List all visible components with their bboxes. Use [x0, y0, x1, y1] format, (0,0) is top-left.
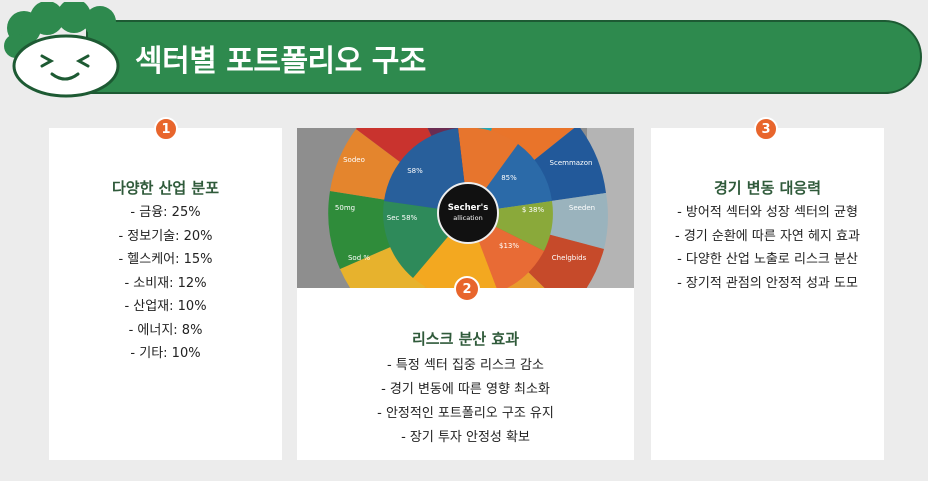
card-industry-distribution: 다양한 산업 분포 - 금융: 25% - 정보기술: 20% - 헬스케어: … — [49, 128, 282, 460]
list-item: - 기타: 10% — [130, 346, 201, 361]
list-item: - 다양한 산업 노출로 리스크 분산 — [677, 252, 858, 267]
list-item: - 장기적 관점의 안정적 성과 도모 — [677, 275, 858, 291]
pie-label: Scemmazon — [550, 159, 593, 167]
pie-center-label: allication — [453, 214, 482, 222]
pie-label: Chelgbids — [552, 254, 587, 262]
card-list: - 금융: 25% - 정보기술: 20% - 헬스케어: 15% - 소비재:… — [49, 201, 282, 366]
card-title: 경기 변동 대응력 — [713, 179, 822, 197]
card-title: 다양한 산업 분포 — [111, 179, 220, 197]
pie-label: $ 38% — [522, 206, 545, 214]
list-item: - 경기 순환에 따른 자연 헤지 효과 — [675, 228, 860, 244]
list-item: - 산업재: 10% — [124, 299, 207, 314]
card-title: 리스크 분산 효과 — [411, 330, 520, 348]
pie-center-label: Secher's — [448, 203, 489, 213]
pie-label: Seeden — [569, 204, 595, 212]
list-item: - 방어적 섹터와 성장 섹터의 균형 — [677, 205, 858, 220]
page-title: 섹터별 포트폴리오 구조 — [135, 44, 426, 79]
mascot-icon — [4, 2, 127, 98]
pie-label: 50mg — [335, 204, 355, 212]
list-item: - 장기 투자 안정성 확보 — [401, 430, 530, 445]
header-banner — [86, 20, 922, 94]
card-list: - 특정 섹터 집중 리스크 감소 - 경기 변동에 따른 영향 최소화 - 안… — [297, 354, 634, 450]
list-item: - 에너지: 8% — [128, 322, 203, 338]
pie-label: Sod % — [348, 254, 370, 262]
list-item: - 소비재: 12% — [124, 275, 207, 291]
card-risk-diversification: Secher's allication Sodeo 50mg Sod % S8%… — [297, 128, 634, 460]
pie-label: Sodeo — [343, 156, 365, 164]
pie-label: $13% — [499, 242, 519, 250]
list-item: - 헬스케어: 15% — [118, 252, 213, 267]
sector-pie-image: Secher's allication Sodeo 50mg Sod % S8%… — [297, 128, 634, 288]
list-item: - 경기 변동에 따른 영향 최소화 — [381, 382, 550, 397]
list-item: - 안정적인 포트폴리오 구조 유지 — [377, 406, 554, 421]
card-cycle-resilience: 경기 변동 대응력 - 방어적 섹터와 성장 섹터의 균형 - 경기 순환에 따… — [651, 128, 884, 460]
pie-label: Sec 58% — [387, 214, 418, 222]
pie-label: 85% — [501, 174, 517, 182]
card-list: - 방어적 섹터와 성장 섹터의 균형 - 경기 순환에 따른 자연 헤지 효과… — [651, 201, 884, 295]
step-badge-2: 2 — [454, 276, 480, 302]
step-badge-1: 1 — [154, 117, 178, 141]
pie-label: S8% — [407, 167, 423, 175]
step-badge-3: 3 — [754, 117, 778, 141]
list-item: - 특정 섹터 집중 리스크 감소 — [387, 358, 544, 373]
list-item: - 정보기술: 20% — [118, 228, 213, 244]
list-item: - 금융: 25% — [130, 205, 201, 220]
